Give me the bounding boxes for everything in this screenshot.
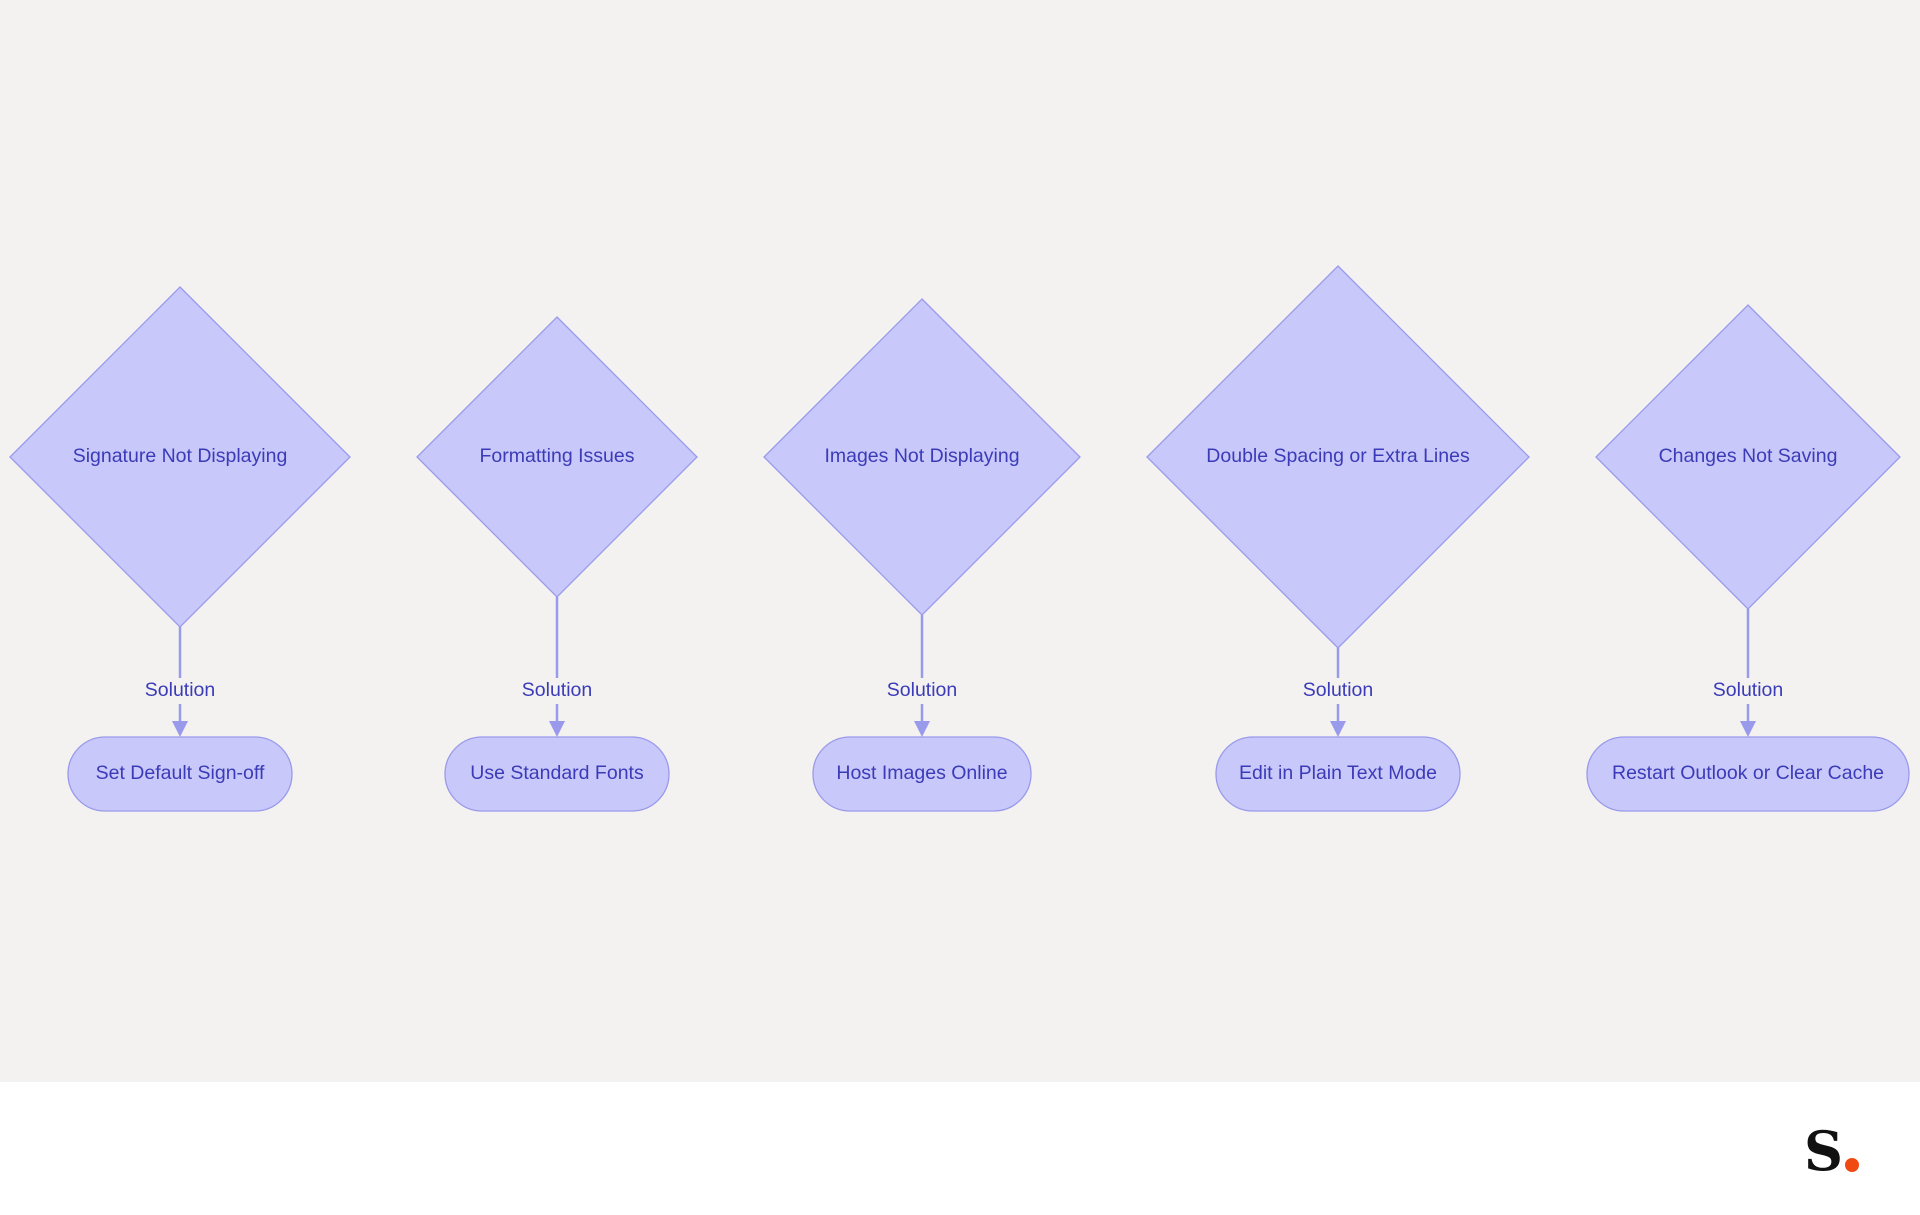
edge-label-background	[144, 678, 216, 704]
problem-label: Images Not Displaying	[824, 445, 1019, 467]
problem-label: Changes Not Saving	[1659, 445, 1838, 467]
edge-label-background	[1302, 678, 1374, 704]
logo-letter: S	[1804, 1119, 1843, 1183]
solution-node	[1215, 736, 1461, 812]
arrow-head-icon	[172, 721, 188, 737]
edge-label-background	[1712, 678, 1784, 704]
edge-label: Solution	[522, 679, 592, 701]
logo-dot	[1845, 1158, 1859, 1172]
problem-label: Double Spacing or Extra Lines	[1206, 445, 1470, 467]
arrow-head-icon	[914, 721, 930, 737]
footer	[0, 1082, 1920, 1215]
solution-label: Host Images Online	[836, 762, 1007, 784]
solution-label: Use Standard Fonts	[470, 762, 644, 784]
branch-4: Double Spacing or Extra LinesSolutionEdi…	[1146, 265, 1530, 812]
solution-node	[67, 736, 293, 812]
edge-label: Solution	[1713, 679, 1783, 701]
edge-label: Solution	[145, 679, 215, 701]
solution-node	[444, 736, 670, 812]
arrow-head-icon	[1330, 721, 1346, 737]
edge-label-background	[521, 678, 593, 704]
brand-logo: S	[1804, 1118, 1859, 1178]
solution-node	[812, 736, 1032, 812]
solution-node	[1586, 736, 1910, 812]
edge-label: Solution	[887, 679, 957, 701]
edge-label-background	[886, 678, 958, 704]
problem-label: Signature Not Displaying	[73, 445, 288, 467]
edge-label: Solution	[1303, 679, 1373, 701]
arrow-head-icon	[549, 721, 565, 737]
solution-label: Restart Outlook or Clear Cache	[1612, 762, 1884, 784]
solution-label: Set Default Sign-off	[96, 762, 265, 784]
solution-label: Edit in Plain Text Mode	[1239, 762, 1437, 784]
problem-label: Formatting Issues	[480, 445, 635, 467]
arrow-head-icon	[1740, 721, 1756, 737]
